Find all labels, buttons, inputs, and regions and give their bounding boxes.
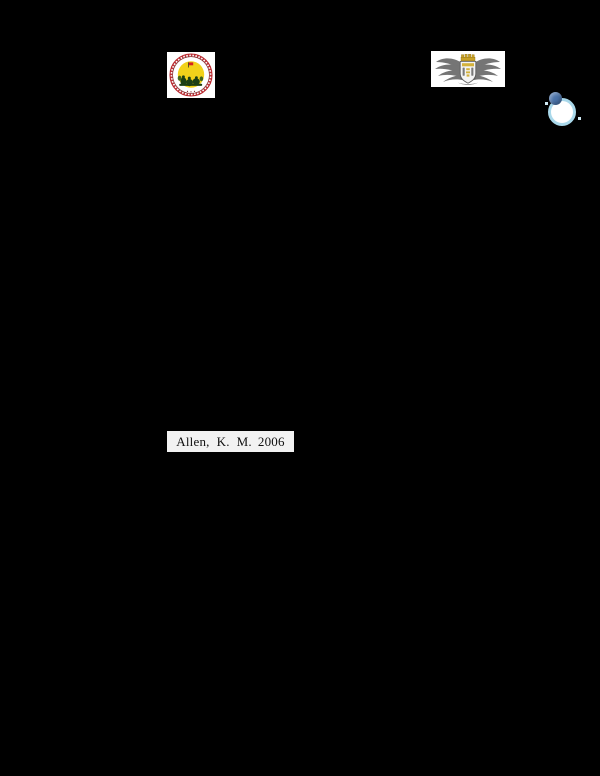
seal-icon bbox=[167, 52, 215, 98]
coat-of-arms-icon bbox=[431, 51, 505, 87]
spinner-tick-right bbox=[578, 117, 581, 120]
citation-initial-first: K. bbox=[216, 434, 230, 449]
citation-highlight[interactable]: Allen, K. M. 2006 bbox=[167, 431, 294, 452]
spinner-dot-icon bbox=[549, 92, 562, 105]
institutional-seal-logo bbox=[167, 52, 215, 98]
spinner-tick-left bbox=[545, 102, 548, 105]
coat-of-arms-logo bbox=[431, 51, 505, 87]
loading-spinner[interactable] bbox=[545, 92, 583, 130]
citation-initial-middle: M. bbox=[236, 434, 252, 449]
citation-year: 2006 bbox=[257, 434, 285, 449]
citation-author: Allen, bbox=[176, 434, 210, 449]
